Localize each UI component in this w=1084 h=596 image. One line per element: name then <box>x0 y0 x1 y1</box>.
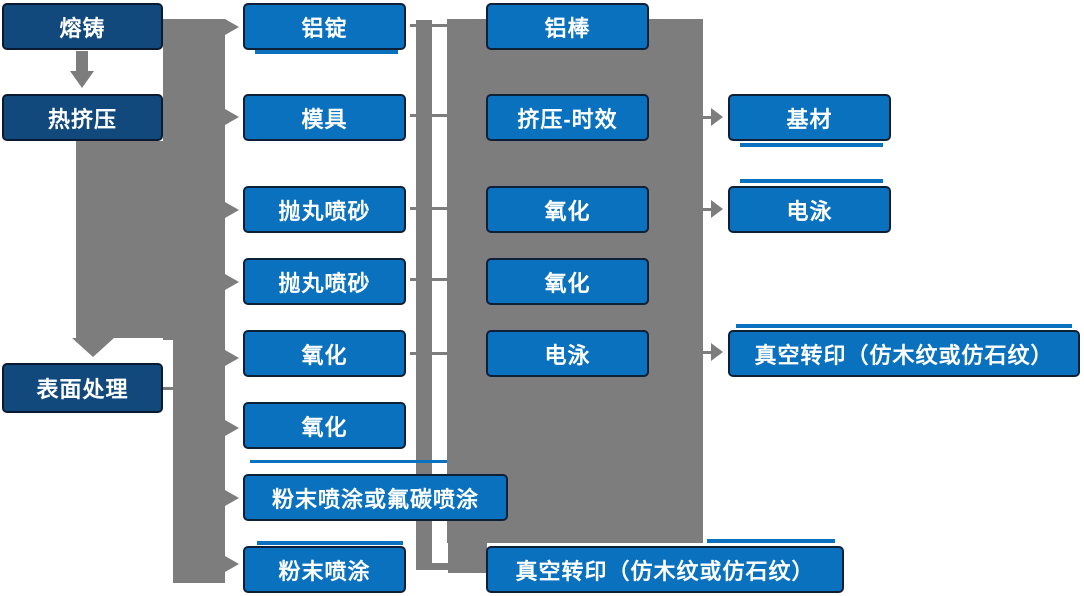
node-powder-or-fluorocarbon-coating: 粉末喷涂或氟碳喷涂 <box>243 474 508 521</box>
arrow-stem-electrophoresis-2 <box>703 208 712 211</box>
row-link-4 <box>410 278 450 281</box>
node-oxidation-4: 氧化 <box>486 258 649 305</box>
arrow-to-vacuum-transfer-2 <box>711 343 723 361</box>
arrow-stem-base-material <box>703 116 712 119</box>
node-mold-label: 模具 <box>301 106 348 132</box>
center-block-descender <box>448 538 487 573</box>
arrow-to-powder-coating <box>225 556 239 572</box>
down-arrow-shaft-hot-extrusion <box>76 51 88 71</box>
node-mold: 模具 <box>243 94 406 141</box>
shape-edge-artifact-4 <box>736 324 1072 328</box>
shape-edge-artifact-7 <box>707 539 835 543</box>
node-powder-coating-label: 粉末喷涂 <box>278 558 371 584</box>
surface-treatment-stub <box>163 387 175 390</box>
node-aluminum-rod: 铝棒 <box>486 3 649 50</box>
node-base-material: 基材 <box>728 94 891 141</box>
node-oxidation-2: 氧化 <box>243 402 406 449</box>
arrow-to-aluminum-ingot <box>225 19 239 35</box>
node-powder-coating: 粉末喷涂 <box>243 546 406 593</box>
row-link-1 <box>410 24 450 27</box>
node-surface-treatment-label: 表面处理 <box>36 377 129 402</box>
node-oxidation-3-label: 氧化 <box>544 198 591 224</box>
arrow-to-powder-or-fluorocarbon-coating <box>225 490 239 506</box>
node-aluminum-rod-label: 铝棒 <box>544 15 591 41</box>
node-vacuum-transfer-printing-2-label: 真空转印（仿木纹或仿石纹） <box>754 342 1054 368</box>
arrow-stem-vacuum-transfer-2 <box>703 351 712 354</box>
node-oxidation-3: 氧化 <box>486 186 649 233</box>
shape-edge-artifact-5 <box>250 460 447 463</box>
arrow-to-shot-blasting-2 <box>225 274 239 290</box>
node-oxidation-1-label: 氧化 <box>301 342 348 368</box>
down-arrowhead-surface-treatment <box>72 338 114 357</box>
node-extrusion-aging-label: 挤压-时效 <box>517 106 618 132</box>
row-link-3 <box>410 207 450 210</box>
shape-edge-artifact-6 <box>257 541 403 545</box>
node-powder-or-fluorocarbon-coating-label: 粉末喷涂或氟碳喷涂 <box>271 486 479 512</box>
node-electrophoresis-2-label: 电泳 <box>786 198 833 224</box>
node-oxidation-1: 氧化 <box>243 330 406 377</box>
node-vacuum-transfer-printing-2: 真空转印（仿木纹或仿石纹） <box>728 330 1080 377</box>
node-hot-extrusion: 热挤压 <box>2 94 163 141</box>
node-electrophoresis-2: 电泳 <box>728 186 891 233</box>
node-base-material-label: 基材 <box>786 106 833 132</box>
node-shot-blasting-1-label: 抛丸喷砂 <box>278 198 371 224</box>
node-oxidation-2-label: 氧化 <box>301 414 348 440</box>
down-arrowhead-hot-extrusion <box>70 71 94 88</box>
middle-bar <box>416 20 432 570</box>
node-extrusion-aging: 挤压-时效 <box>486 94 649 141</box>
node-electrophoresis-1-label: 电泳 <box>544 342 591 368</box>
left-band-lower <box>173 340 225 583</box>
node-aluminum-ingot-label: 铝锭 <box>301 15 348 41</box>
arrow-to-oxidation-1 <box>225 350 239 366</box>
arrow-to-electrophoresis-2 <box>711 200 723 218</box>
node-oxidation-4-label: 氧化 <box>544 270 591 296</box>
node-vacuum-transfer-printing-1-label: 真空转印（仿木纹或仿石纹） <box>515 558 815 584</box>
shape-edge-artifact-2 <box>740 143 883 147</box>
node-vacuum-transfer-printing-1: 真空转印（仿木纹或仿石纹） <box>486 546 844 593</box>
row-link-5 <box>410 352 450 355</box>
node-melting-casting: 熔铸 <box>2 3 163 50</box>
node-melting-casting-label: 熔铸 <box>59 15 106 41</box>
arrow-to-base-material <box>711 108 723 126</box>
node-shot-blasting-2: 抛丸喷砂 <box>243 258 406 305</box>
node-electrophoresis-1: 电泳 <box>486 330 649 377</box>
shape-edge-artifact-3 <box>740 179 883 183</box>
row-link-2 <box>410 114 450 117</box>
arrow-to-oxidation-2 <box>225 420 239 436</box>
arrow-to-shot-blasting-1 <box>225 202 239 218</box>
node-shot-blasting-2-label: 抛丸喷砂 <box>278 270 371 296</box>
node-surface-treatment: 表面处理 <box>2 363 163 413</box>
node-hot-extrusion-label: 热挤压 <box>47 106 117 132</box>
arrow-to-mold <box>225 109 239 125</box>
bottom-bridge <box>430 563 450 570</box>
node-aluminum-ingot: 铝锭 <box>243 3 406 50</box>
node-shot-blasting-1: 抛丸喷砂 <box>243 186 406 233</box>
left-block <box>76 141 175 338</box>
shape-edge-artifact-1 <box>255 50 398 54</box>
